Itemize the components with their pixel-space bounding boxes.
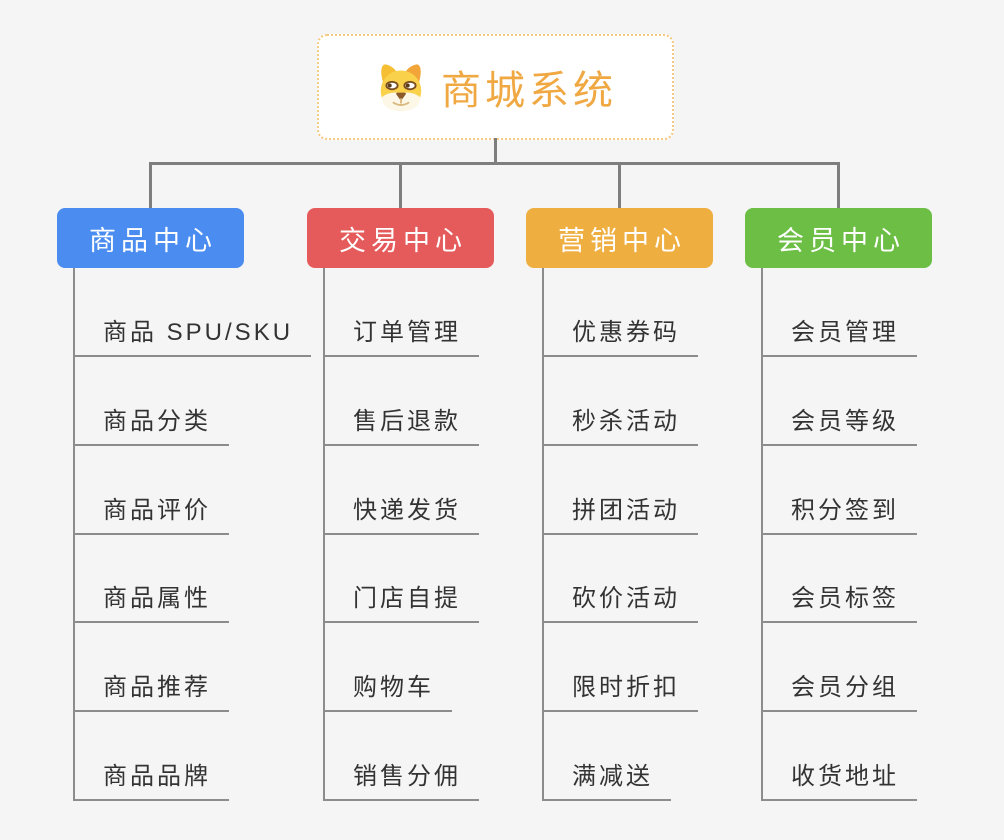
child-topic[interactable]: 秒杀活动 xyxy=(542,406,698,446)
child-topic[interactable]: 订单管理 xyxy=(323,317,479,357)
connector-branch-stub xyxy=(837,165,840,208)
child-topic[interactable]: 门店自提 xyxy=(323,583,479,623)
child-topic[interactable]: 商品推荐 xyxy=(73,672,229,712)
branch-node-label: 营销中心 xyxy=(558,225,686,256)
child-topic[interactable]: 会员分组 xyxy=(761,672,917,712)
child-topic[interactable]: 商品分类 xyxy=(73,406,229,446)
child-topic[interactable]: 售后退款 xyxy=(323,406,479,446)
child-topic[interactable]: 销售分佣 xyxy=(323,761,479,801)
branch-node-4[interactable]: 会员中心 xyxy=(745,208,932,268)
child-topic[interactable]: 商品评价 xyxy=(73,495,229,535)
branch-node-label: 交易中心 xyxy=(339,225,467,256)
child-topic[interactable]: 快递发货 xyxy=(323,495,479,535)
connector-root-stub xyxy=(494,138,497,162)
connector-branch-stub xyxy=(149,165,152,208)
child-topic[interactable]: 会员管理 xyxy=(761,317,917,357)
branch-node-label: 会员中心 xyxy=(777,225,905,256)
connector-branch-stub xyxy=(618,165,621,208)
root-topic-node[interactable]: 商城系统 xyxy=(317,34,674,140)
root-topic-title: 商城系统 xyxy=(441,69,617,113)
branch-node-label: 商品中心 xyxy=(89,225,217,256)
child-topic[interactable]: 优惠券码 xyxy=(542,317,698,357)
child-topic[interactable]: 商品品牌 xyxy=(73,761,229,801)
branch-node-3[interactable]: 营销中心 xyxy=(526,208,713,268)
branch-node-2[interactable]: 交易中心 xyxy=(307,208,494,268)
child-topic[interactable]: 积分签到 xyxy=(761,495,917,535)
connector-trunk xyxy=(149,162,840,165)
child-topic[interactable]: 收货地址 xyxy=(761,761,917,801)
branch-node-1[interactable]: 商品中心 xyxy=(57,208,244,268)
child-topic[interactable]: 拼团活动 xyxy=(542,495,698,535)
child-topic[interactable]: 商品 SPU/SKU xyxy=(73,317,312,357)
child-topic[interactable]: 砍价活动 xyxy=(542,583,698,623)
child-topic[interactable]: 限时折扣 xyxy=(542,672,698,712)
child-topic[interactable]: 会员等级 xyxy=(761,406,917,446)
child-topic[interactable]: 购物车 xyxy=(323,672,452,712)
doge-icon xyxy=(374,60,428,114)
child-topic[interactable]: 商品属性 xyxy=(73,583,229,623)
child-topic[interactable]: 会员标签 xyxy=(761,583,917,623)
child-topic[interactable]: 满减送 xyxy=(542,761,671,801)
connector-branch-stub xyxy=(399,165,402,208)
